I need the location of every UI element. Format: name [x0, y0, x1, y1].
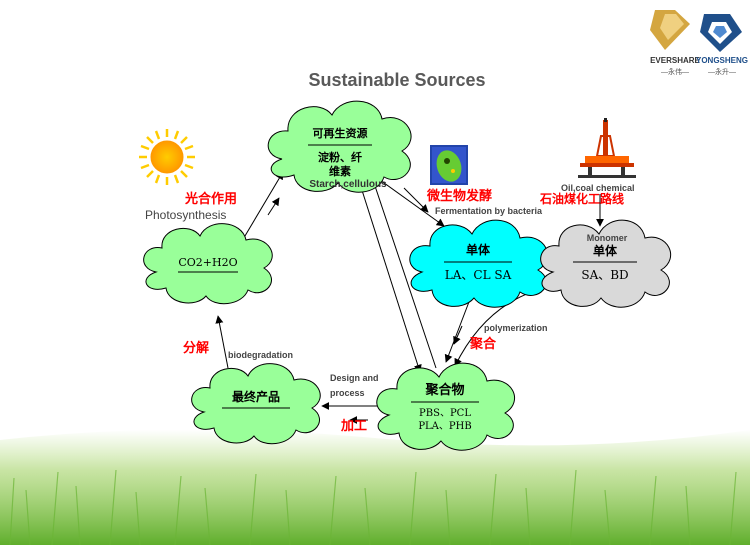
cloud-polymer: 聚合物 PBS、PCL PLA、PHB	[376, 362, 516, 451]
co2-label: CO2+H2O	[178, 256, 237, 269]
sun-icon	[139, 129, 195, 185]
label-process-cn: 加工	[340, 419, 367, 434]
label-decompose-cn: 分解	[183, 340, 209, 356]
label-oil-cn: 石油煤化工路线	[539, 191, 624, 206]
label-design-en-2: process	[330, 388, 365, 398]
polymer-title: 聚合物	[424, 382, 464, 398]
arrow-renewable-to-polymer-2	[374, 185, 437, 369]
label-fermentation-en: Fermentation by bacteria	[435, 206, 543, 216]
arrow-short-fermentation	[403, 187, 429, 213]
arrow-monomer-bio-to-polymer	[444, 293, 473, 363]
cloud-co2: CO2+H2O	[143, 223, 273, 305]
arrow-renewable-to-monomer	[379, 179, 445, 227]
label-polymerization-cn: 聚合	[469, 336, 497, 352]
final-label: 最终产品	[232, 389, 280, 404]
arrow-short-photosynthesis	[267, 197, 280, 216]
label-oil-en: Oil,coal chemical	[561, 183, 635, 193]
label-decompose-en: biodegradation	[228, 350, 293, 360]
grass-background	[0, 429, 750, 545]
evershare-sub: —永伟—	[661, 67, 689, 76]
cloud-monomer-petro: Monomer 单体 SA、BD	[540, 219, 672, 308]
polymer-line1: PBS、PCL	[419, 408, 471, 419]
renewable-line2: 淀粉、纤	[318, 150, 362, 164]
monomer-bio-title: 单体	[466, 242, 491, 257]
yongsheng-name: YONGSHENG	[696, 56, 748, 65]
arrow-final-to-co2	[215, 315, 229, 369]
yongsheng-logo: YONGSHENG —永升—	[696, 14, 748, 76]
cloud-final: 最终产品	[191, 363, 321, 445]
cloud-renewable: 可再生资源 淀粉、纤 维素 Starch,cellulous	[267, 100, 412, 193]
arrows	[215, 171, 604, 424]
monomer-petro-title: 单体	[593, 243, 618, 258]
arrow-renewable-to-polymer	[359, 183, 422, 373]
evershare-logo: EVERSHARE —永伟—	[650, 10, 701, 76]
bacteria-icon	[430, 145, 468, 185]
label-photosynthesis-en: Photosynthesis	[145, 208, 226, 222]
oil-rig-icon	[578, 118, 636, 178]
renewable-line1: 可再生资源	[313, 126, 368, 140]
monomer-bio-body: LA、CL SA	[445, 268, 512, 282]
yongsheng-sub: —永升—	[708, 67, 736, 76]
monomer-petro-body: SA、BD	[581, 268, 628, 282]
arrow-co2-to-renewable	[238, 171, 284, 247]
label-photosynthesis-cn: 光合作用	[184, 191, 237, 207]
arrow-short-polymerization	[453, 325, 463, 345]
evershare-name: EVERSHARE	[650, 56, 700, 65]
label-polymerization-en: polymerization	[484, 323, 548, 333]
renewable-caption: Starch,cellulous	[309, 179, 387, 190]
page-title: Sustainable Sources	[308, 70, 485, 90]
label-design-en-1: Design and	[330, 373, 379, 383]
label-fermentation-cn: 微生物发酵	[426, 188, 492, 204]
cloud-monomer-bio: 单体 LA、CL SA	[409, 219, 549, 308]
renewable-line3: 维素	[329, 164, 351, 178]
polymer-line2: PLA、PHB	[418, 421, 471, 432]
monomer-petro-caption: Monomer	[587, 233, 628, 243]
